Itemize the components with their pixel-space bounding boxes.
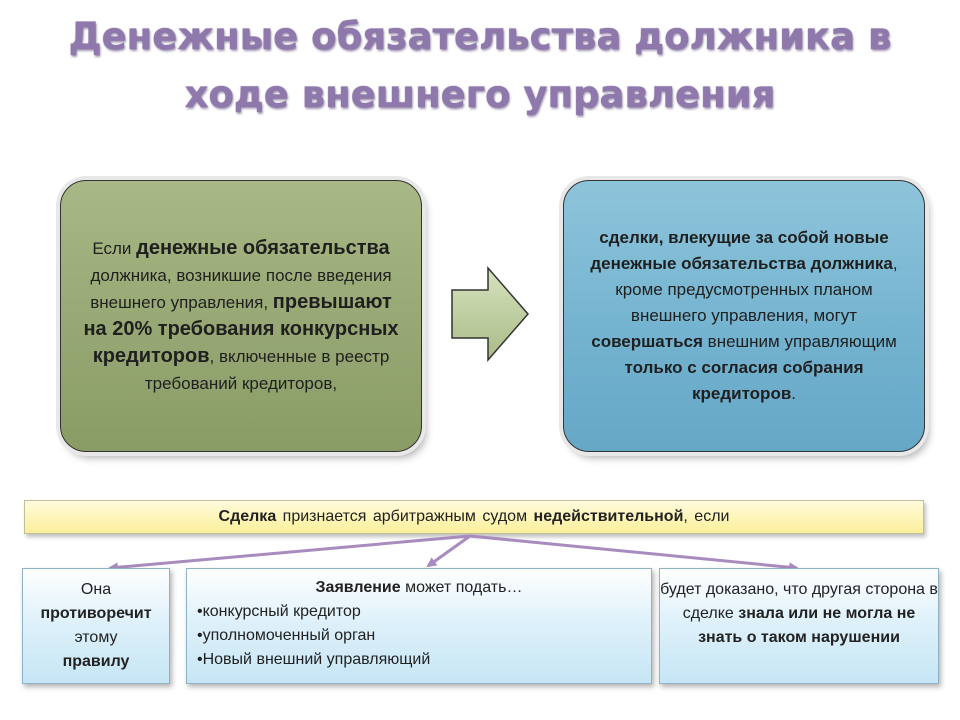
banner-text: Сделка признается арбитражным судом неде… — [219, 508, 730, 526]
title-line-2: ходе внешнего управления — [184, 73, 776, 116]
proven-knowledge-pane: будет доказано, что другая сторона в сде… — [659, 568, 939, 684]
pane1-line-3: этому — [74, 629, 118, 646]
consequence-consent: только с согласия собрания кредиторов — [624, 358, 864, 403]
invalid-deal-banner: Сделка признается арбитражным судом неде… — [24, 500, 924, 534]
pane1-line-1: Она — [80, 581, 112, 598]
pane3-text: будет доказано, что другая сторона в сде… — [660, 581, 938, 622]
consequence-dot: . — [791, 384, 797, 403]
page-title: Денежные обязательства должника в ходе в… — [40, 8, 920, 124]
pane1-contradicts: противоречит — [40, 605, 152, 622]
condition-exceed: превышают на 20% требования конкурсных к… — [83, 291, 399, 367]
consequence-manager: внешним управляющим — [707, 332, 897, 351]
banner-deal: Сделка — [218, 508, 277, 525]
consequence-perform: совершаться — [591, 332, 703, 351]
list-item: •уполномоченный орган — [197, 627, 376, 644]
application-header: Заявление может подать… — [197, 576, 641, 600]
consequence-except: , кроме предусмотренных планом внешнего … — [615, 254, 898, 325]
banner-if: , если — [683, 508, 730, 525]
application-pane: Заявление может подать… •конкурсный кред… — [186, 568, 652, 684]
condition-text: Если денежные обязательства должника, во… — [77, 235, 405, 397]
consequence-deals: сделки, влекущие за собой новые денежные… — [590, 228, 893, 273]
connector-right — [469, 534, 799, 573]
application-bold: Заявление — [315, 579, 401, 596]
connector-left — [108, 534, 471, 573]
application-rest: может подать… — [405, 579, 523, 596]
condition-registry: , включенные в реестр требований кредито… — [144, 347, 390, 393]
pane3-bold: знала или не могла не знать о таком нару… — [698, 605, 916, 646]
contradiction-pane: Она противоречит этому правилу — [22, 568, 170, 684]
connector-middle — [426, 534, 471, 568]
condition-obligations: денежные обязательства — [136, 237, 390, 259]
right-arrow-icon — [451, 266, 529, 362]
banner-recognized: признается арбитражным судом — [282, 508, 528, 525]
list-item: •Новый внешний управляющий — [197, 651, 431, 668]
pane1-line-2: противоречит — [23, 602, 169, 626]
consequence-text: сделки, влекущие за собой новые денежные… — [580, 225, 908, 407]
consequence-box: сделки, влекущие за собой новые денежные… — [563, 180, 925, 452]
condition-box: Если денежные обязательства должника, во… — [60, 180, 422, 452]
condition-after: должника, возникшие после введения внешн… — [90, 266, 392, 312]
pane1-rule: правилу — [62, 653, 130, 670]
condition-if: Если — [92, 239, 132, 258]
banner-invalid: недействительной — [533, 508, 684, 525]
pane1-line-4: правилу — [23, 650, 169, 674]
list-item: •конкурсный кредитор — [197, 603, 361, 620]
title-line-1: Денежные обязательства должника в — [68, 15, 892, 58]
